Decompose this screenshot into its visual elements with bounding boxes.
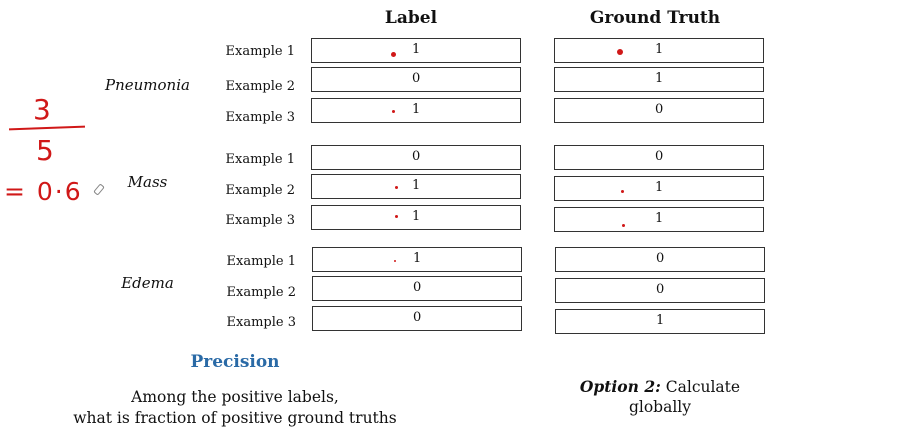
ground-truth-column-header: Ground Truth xyxy=(589,8,721,28)
label-value: 1 xyxy=(412,209,421,224)
example-label: Example 2 xyxy=(225,183,295,198)
truth-value: 0 xyxy=(655,149,664,164)
precision-title: Precision xyxy=(190,352,280,372)
handwritten-numerator: 3 xyxy=(33,93,51,126)
annotation-dot xyxy=(395,186,398,189)
label-value: 0 xyxy=(412,149,421,164)
truth-box: 0 xyxy=(554,98,764,123)
truth-value: 0 xyxy=(656,282,665,297)
truth-value: 1 xyxy=(655,211,664,226)
example-label: Example 1 xyxy=(225,152,295,167)
option-2-text: Option 2: Calculate xyxy=(540,376,780,398)
handwritten-result: = 0·6 xyxy=(4,177,83,206)
example-label: Example 1 xyxy=(225,44,295,59)
truth-box: 1 xyxy=(554,67,764,92)
label-box: 1 xyxy=(312,247,522,272)
label-box: 1 xyxy=(311,38,521,63)
category-mass: Mass xyxy=(127,173,168,191)
annotation-dot xyxy=(391,52,396,57)
label-value: 1 xyxy=(412,178,421,193)
truth-value: 1 xyxy=(655,180,664,195)
truth-box: 1 xyxy=(554,207,764,232)
example-label: Example 3 xyxy=(226,315,296,330)
option-2-label: Option 2: xyxy=(579,377,661,396)
truth-box: 0 xyxy=(555,278,765,303)
annotation-dot xyxy=(395,215,398,218)
truth-value: 0 xyxy=(655,102,664,117)
label-box: 1 xyxy=(311,205,521,230)
annotation-dot xyxy=(394,260,396,262)
label-column-header: Label xyxy=(384,8,438,28)
truth-value: 1 xyxy=(655,71,664,86)
handwritten-denominator: 5 xyxy=(36,134,54,167)
label-value: 0 xyxy=(413,280,422,295)
annotation-dot xyxy=(392,110,395,113)
example-label: Example 1 xyxy=(226,254,296,269)
category-edema: Edema xyxy=(121,274,174,292)
label-box: 1 xyxy=(311,174,521,199)
truth-box: 1 xyxy=(554,176,764,201)
fraction-bar xyxy=(8,125,86,131)
truth-box: 0 xyxy=(554,145,764,170)
option-2-rest: Calculate xyxy=(660,378,741,396)
label-box: 1 xyxy=(311,98,521,123)
annotation-dot xyxy=(621,190,624,193)
label-box: 0 xyxy=(311,67,521,92)
precision-description-line1: Among the positive labels, xyxy=(131,388,339,406)
truth-box: 0 xyxy=(555,247,765,272)
example-label: Example 3 xyxy=(225,213,295,228)
option-2-line2: globally xyxy=(628,398,692,416)
annotation-dot xyxy=(617,49,623,55)
label-value: 1 xyxy=(412,102,421,117)
truth-value: 1 xyxy=(656,313,665,328)
precision-description-line2: what is fraction of positive ground trut… xyxy=(73,409,397,427)
label-box: 0 xyxy=(312,276,522,301)
truth-value: 1 xyxy=(655,42,664,57)
label-box: 0 xyxy=(312,306,522,331)
annotation-dot xyxy=(622,224,625,227)
truth-value: 0 xyxy=(656,251,665,266)
truth-box: 1 xyxy=(555,309,765,334)
label-box: 0 xyxy=(311,145,521,170)
label-value: 1 xyxy=(413,251,422,266)
example-label: Example 2 xyxy=(226,285,296,300)
category-pneumonia: Pneumonia xyxy=(105,76,190,94)
truth-box: 1 xyxy=(554,38,764,63)
label-value: 0 xyxy=(413,310,422,325)
example-label: Example 3 xyxy=(225,110,295,125)
example-label: Example 2 xyxy=(225,79,295,94)
label-value: 0 xyxy=(412,71,421,86)
label-value: 1 xyxy=(412,42,421,57)
